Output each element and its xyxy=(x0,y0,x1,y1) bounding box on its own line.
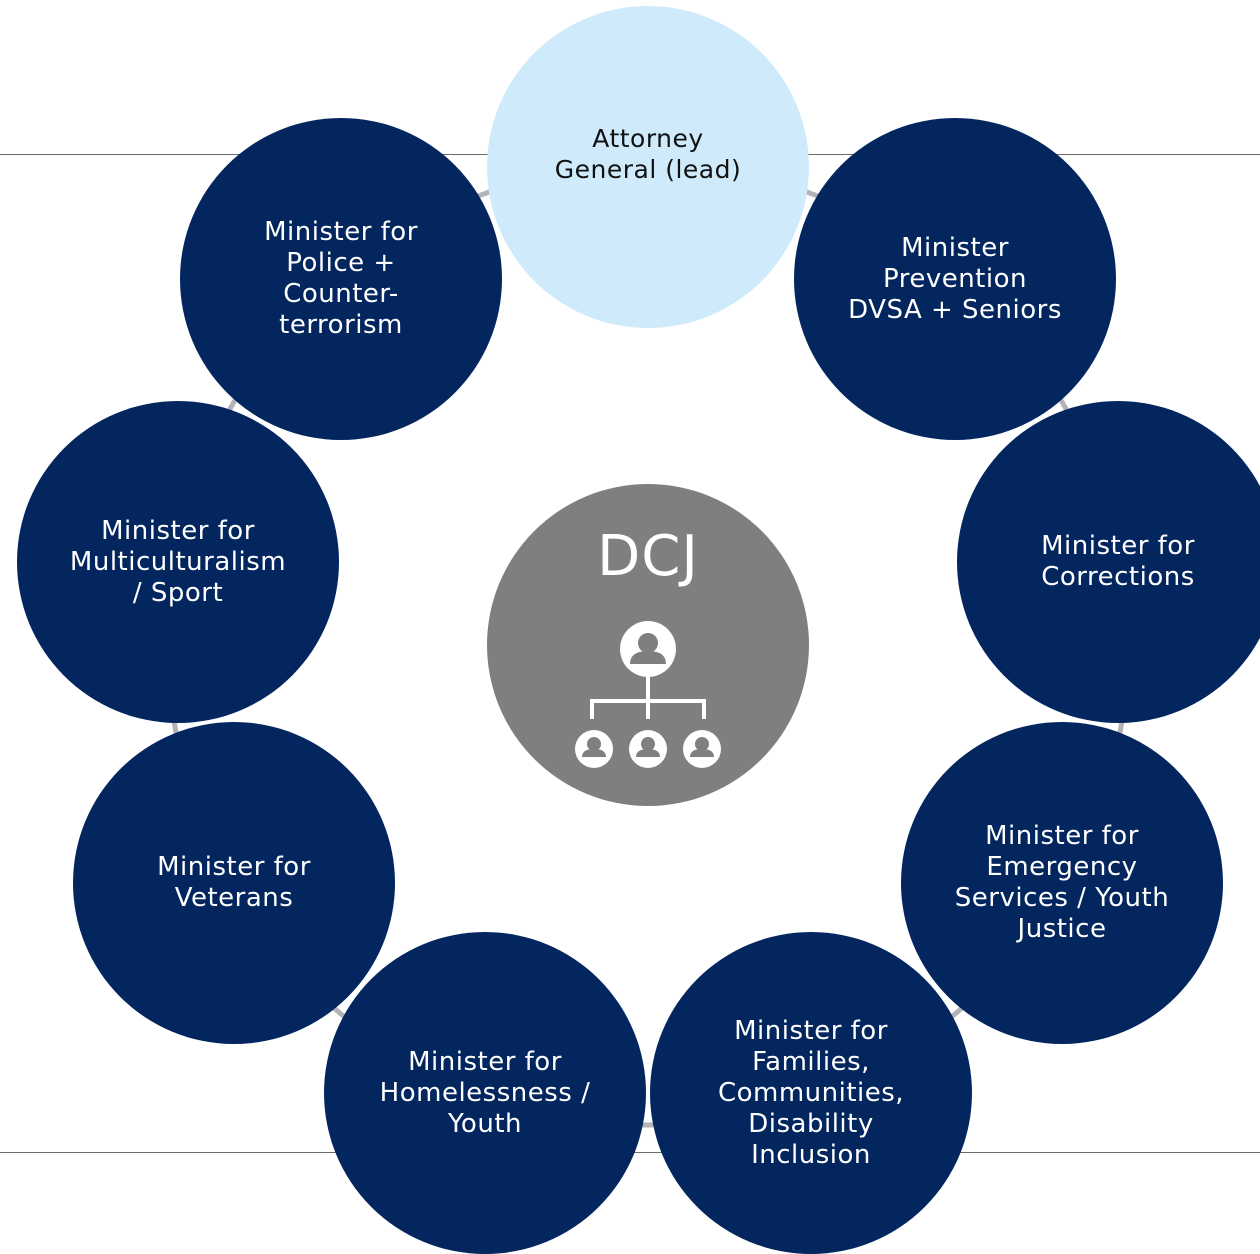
node-label: Minister for Emergency Services / Youth … xyxy=(954,821,1170,944)
node-label: Minister for Police + Counter- terrorism xyxy=(264,217,418,340)
node-minister-homelessness: Minister for Homelessness / Youth xyxy=(324,932,646,1254)
node-label: Minister for Corrections xyxy=(1041,531,1195,592)
node-label: Minister for Veterans xyxy=(157,852,311,913)
hub-dcj: DCJ xyxy=(487,484,809,806)
node-label: Minister for Homelessness / Youth xyxy=(379,1046,591,1139)
node-minister-multiculturalism: Minister for Multiculturalism / Sport xyxy=(17,401,339,723)
node-label: Minister for Multiculturalism / Sport xyxy=(69,515,287,608)
node-attorney-general: Attorney General (lead) xyxy=(487,6,809,328)
node-label: Attorney General (lead) xyxy=(554,124,742,184)
node-minister-emergency-services: Minister for Emergency Services / Youth … xyxy=(901,722,1223,1044)
node-minister-families: Minister for Families, Communities, Disa… xyxy=(650,932,972,1254)
node-minister-corrections: Minister for Corrections xyxy=(957,401,1260,723)
node-label: Minister Prevention DVSA + Seniors xyxy=(848,232,1062,325)
hub-title: DCJ xyxy=(597,524,699,589)
node-minister-prevention: Minister Prevention DVSA + Seniors xyxy=(794,118,1116,440)
node-label: Minister for Families, Communities, Disa… xyxy=(717,1015,905,1170)
node-minister-police: Minister for Police + Counter- terrorism xyxy=(180,118,502,440)
org-chart-icon xyxy=(575,621,721,768)
node-minister-veterans: Minister for Veterans xyxy=(73,722,395,1044)
